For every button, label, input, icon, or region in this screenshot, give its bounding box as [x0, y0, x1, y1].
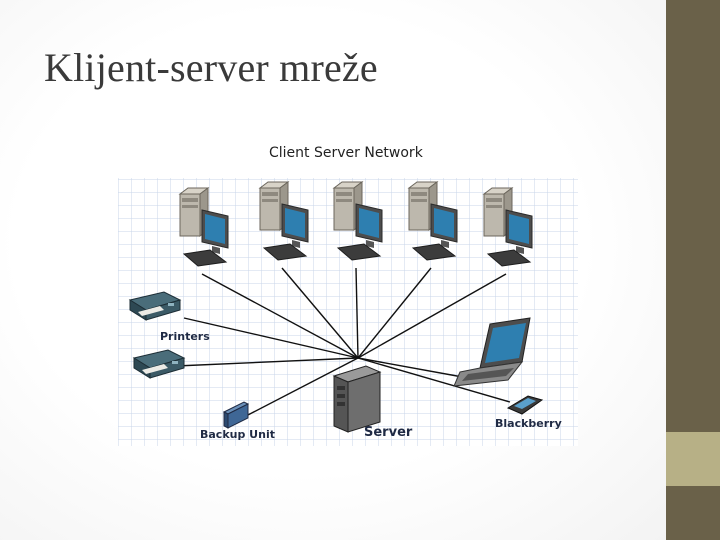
blackberry-icon: [506, 395, 544, 415]
backup-unit-icon: [222, 401, 250, 429]
server-label: Server: [364, 425, 413, 440]
printers-label: Printers: [160, 330, 210, 343]
sidebar-accent: [666, 432, 720, 486]
server-icon: [332, 365, 382, 433]
slide-title: Klijent-server mreže: [44, 45, 378, 90]
laptop-icon: [453, 317, 531, 387]
backup-unit-label: Backup Unit: [200, 428, 275, 441]
diagram-caption: Client Server Network: [269, 145, 424, 161]
blackberry-label: Blackberry: [495, 417, 562, 430]
network-diagram: Client Server Network Printers: [118, 140, 580, 450]
connection-lines: [175, 267, 511, 417]
